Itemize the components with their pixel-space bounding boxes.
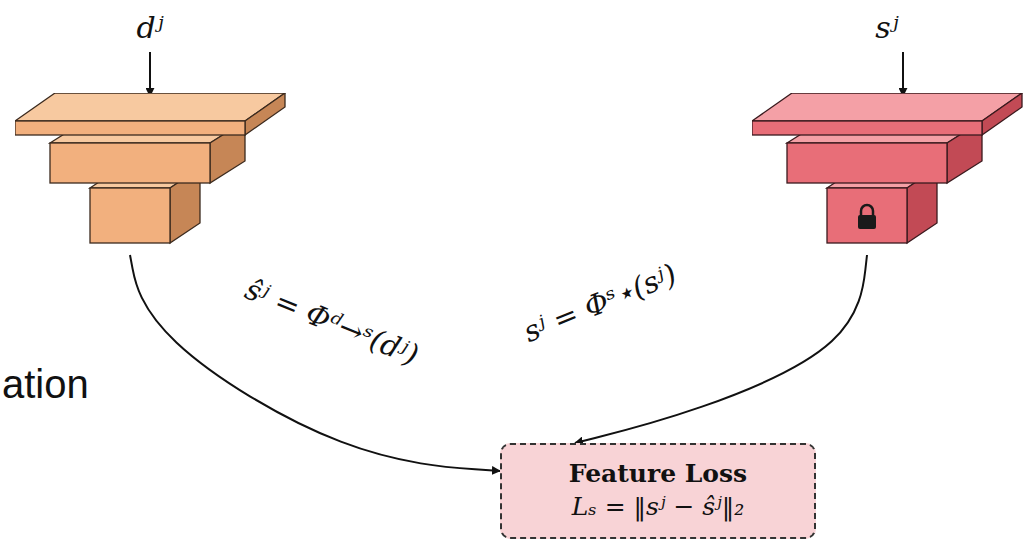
input-arrow: [902, 52, 904, 96]
edge-formula: ŝʲ = Φᵈ→ˢ(dʲ): [240, 271, 424, 373]
encoder-shape: [752, 93, 1026, 248]
edge-formula: sʲ = Φˢ⋆(sʲ): [518, 256, 682, 350]
box-heading: Feature Loss: [569, 458, 747, 490]
encoder-slab: [15, 93, 285, 135]
encoder-block: dʲ: [15, 8, 285, 255]
input-label: sʲ: [752, 8, 1022, 48]
lock-icon: [858, 205, 876, 229]
encoder-shape: [15, 93, 290, 248]
input-arrow: [149, 52, 151, 96]
encoder-block: sʲ: [752, 8, 1022, 255]
slide-text-fragment: ation: [2, 360, 89, 408]
encoder-slab: [752, 93, 1022, 135]
loss-formula: Lₛ = ‖sʲ − ŝʲ‖₂: [572, 490, 745, 524]
feature-arrow: [130, 255, 500, 471]
loss-box: Feature LossLₛ = ‖sʲ − ŝʲ‖₂: [500, 443, 816, 539]
input-label: dʲ: [15, 8, 285, 48]
